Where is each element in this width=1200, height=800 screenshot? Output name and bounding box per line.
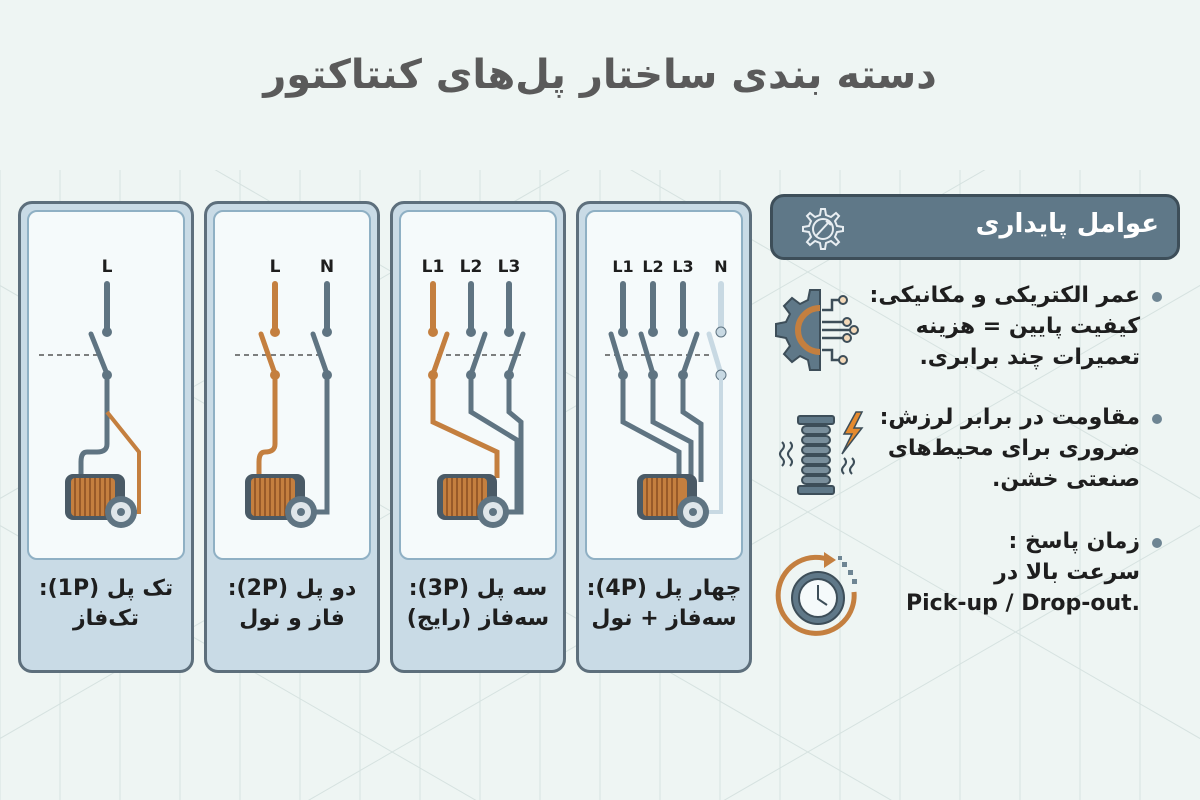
factor-item-lifespan: عمر الکتریکی و مکانیکی: کیفیت پایین = هز… bbox=[770, 276, 1180, 386]
spring-vibration-icon bbox=[779, 411, 864, 495]
svg-text:L3: L3 bbox=[672, 257, 693, 276]
pole-caption: چهار پل (4P): سه‌فاز + نول bbox=[579, 574, 749, 634]
factor-text: مقاومت در برابر لرزش: ضروری برای محیط‌ها… bbox=[879, 405, 1140, 492]
caption-title: تک پل (1P): bbox=[38, 576, 174, 601]
svg-text:L1: L1 bbox=[422, 257, 445, 277]
diagram-area: L N bbox=[213, 210, 371, 560]
pole-card-1p: L تک پل (1P): تک‌فاز bbox=[18, 201, 194, 673]
factor-text: زمان پاسخ : سرعت بالا در .Pick-up / Drop… bbox=[906, 529, 1140, 616]
bullet-dot bbox=[1152, 292, 1162, 302]
factor-text: عمر الکتریکی و مکانیکی: کیفیت پایین = هز… bbox=[869, 283, 1140, 370]
pole-card-4p: L1 L2 L3 N چهار پل (4P): سه‌فاز + نول bbox=[576, 201, 752, 673]
single-pole-diagram: L bbox=[39, 257, 141, 528]
factor-item-response-time: زمان پاسخ : سرعت بالا در .Pick-up / Drop… bbox=[770, 522, 1180, 642]
svg-text:L1: L1 bbox=[612, 257, 633, 276]
svg-text:L: L bbox=[270, 257, 281, 277]
caption-subtitle: سه‌فاز + نول bbox=[591, 606, 737, 631]
stability-header-title: عوامل پایداری bbox=[975, 209, 1159, 239]
double-pole-diagram: L N bbox=[235, 257, 334, 528]
pole-card-3p: L1 L2 L3 سه پل (3P): سه‌فاز (رایج) bbox=[390, 201, 566, 673]
page-title: دسته بندی ساختار پل‌های کنتاکتور bbox=[263, 52, 938, 98]
gear-wrench-icon bbox=[802, 208, 844, 250]
factor-item-vibration: مقاومت در برابر لرزش: ضروری برای محیط‌ها… bbox=[770, 398, 1180, 508]
three-pole-diagram: L1 L2 L3 bbox=[422, 257, 526, 528]
caption-subtitle: سه‌فاز (رایج) bbox=[406, 606, 550, 631]
diagram-area: L1 L2 L3 N bbox=[585, 210, 743, 560]
four-pole-diagram: L1 L2 L3 N bbox=[605, 257, 728, 528]
svg-text:N: N bbox=[320, 257, 334, 277]
svg-text:N: N bbox=[714, 257, 727, 276]
caption-title: سه پل (3P): bbox=[408, 576, 548, 601]
bullet-dot bbox=[1152, 414, 1162, 424]
caption-subtitle: فاز و نول bbox=[239, 606, 345, 631]
pole-card-2p: L N دو پل (2P): فاز و نول bbox=[204, 201, 380, 673]
diagram-area: L bbox=[27, 210, 185, 560]
pole-caption: دو پل (2P): فاز و نول bbox=[207, 574, 377, 634]
diagram-area: L1 L2 L3 bbox=[399, 210, 557, 560]
svg-text:L3: L3 bbox=[498, 257, 521, 277]
caption-title: چهار پل (4P): bbox=[586, 576, 742, 601]
svg-text:L2: L2 bbox=[642, 257, 663, 276]
svg-text:L2: L2 bbox=[460, 257, 483, 277]
pole-caption: سه پل (3P): سه‌فاز (رایج) bbox=[393, 574, 563, 634]
caption-subtitle: تک‌فاز bbox=[72, 606, 140, 631]
pole-caption: تک پل (1P): تک‌فاز bbox=[21, 574, 191, 634]
caption-title: دو پل (2P): bbox=[227, 576, 357, 601]
gear-circuit-icon bbox=[775, 289, 859, 371]
terminal-label: L bbox=[102, 257, 113, 277]
bullet-dot bbox=[1152, 538, 1162, 548]
stability-header: عوامل پایداری bbox=[770, 194, 1180, 260]
clock-cycle-icon bbox=[775, 552, 857, 636]
